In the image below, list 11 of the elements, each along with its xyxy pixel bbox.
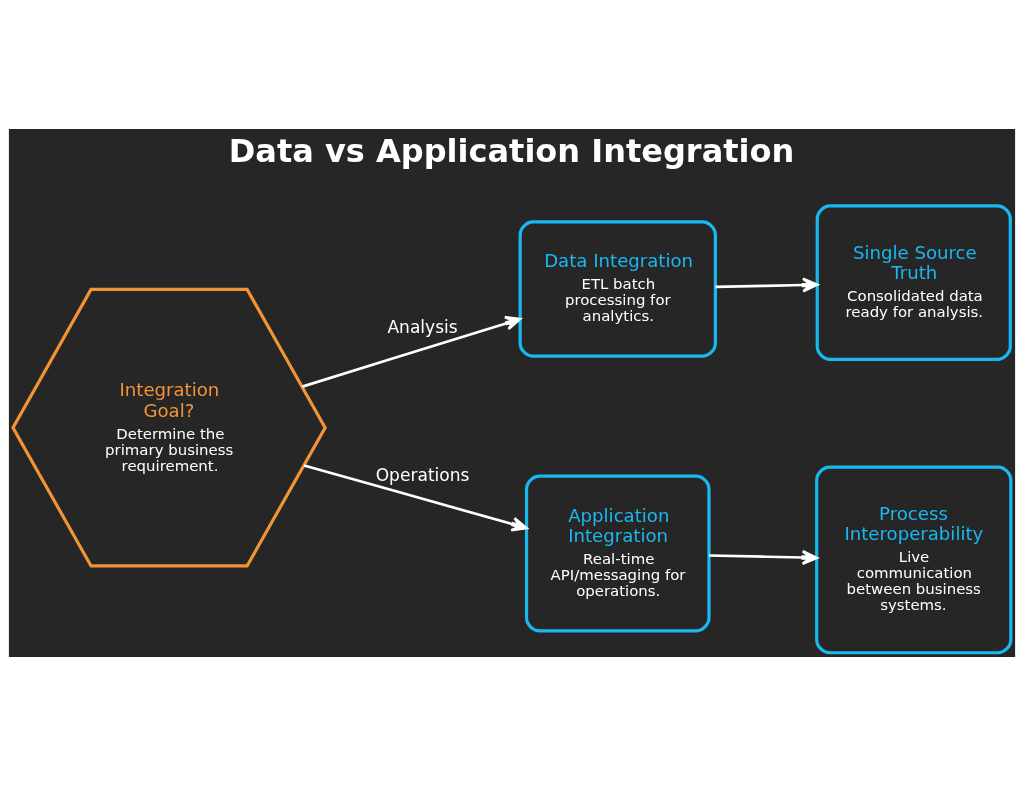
edge-label: Analysis	[387, 316, 458, 337]
arrow	[715, 276, 819, 293]
node-box: Single Source Truth Consolidated data ready for analysis.	[815, 203, 1012, 361]
node-box: Application Integration Real-time API/messaging for operations.	[524, 474, 711, 632]
node-box: Data Integration ETL batch processing for analytics.	[518, 219, 717, 358]
arrow	[303, 463, 528, 532]
arrow	[301, 315, 522, 388]
node-box: Process Interoperability Live communication between business systems.	[815, 465, 1013, 654]
edge-label: Operations	[375, 464, 470, 485]
diagram-title: Data vs Application Integration	[228, 131, 795, 170]
arrow	[708, 549, 818, 565]
